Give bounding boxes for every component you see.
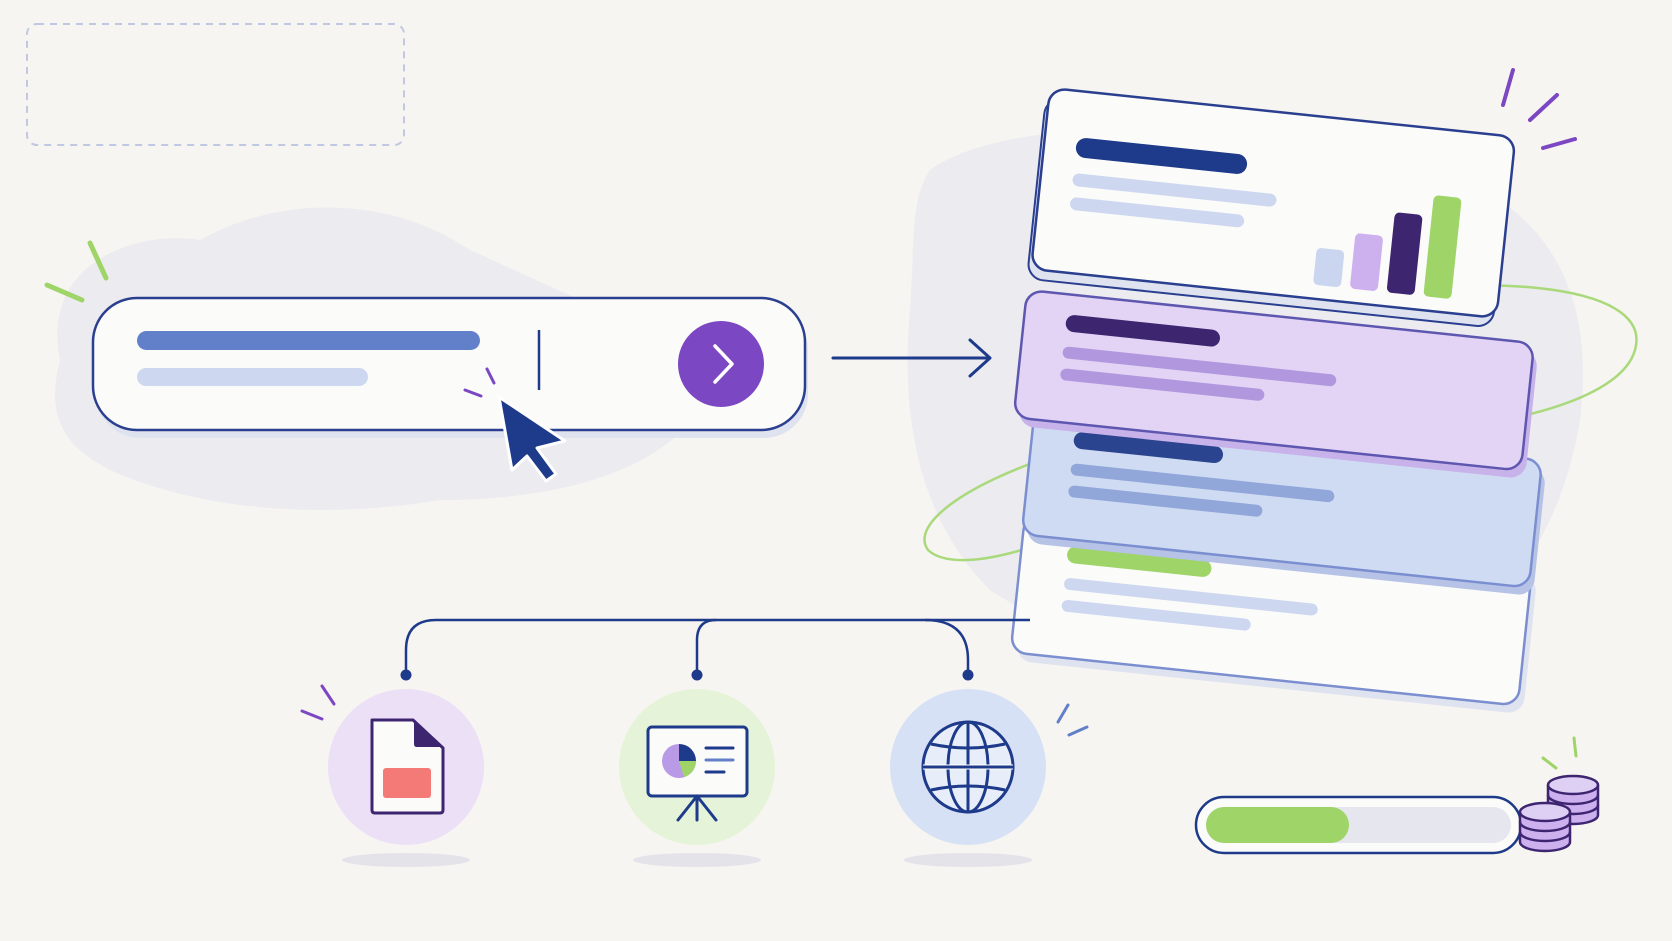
mini-bar-chart [1313,195,1462,299]
connector-node [691,669,703,681]
sparkle-purple-icon [300,684,336,721]
dashed-placeholder-box [26,23,405,146]
card-title-bar [1073,432,1224,464]
card-title-bar [1065,315,1220,347]
submit-chevron-icon [713,344,734,384]
card-text-line [1070,463,1335,503]
progress-bar [1194,795,1523,855]
connector-node [962,669,974,681]
bubble-shadow [904,853,1032,867]
card-text-line [1061,599,1251,631]
result-card-analytics[interactable] [1027,88,1516,328]
presentation-output[interactable] [619,689,775,867]
sparkle-blue-icon [1056,703,1089,737]
card-text-line [1060,368,1265,401]
coins-icon [1518,774,1600,853]
search-query-line [137,331,480,350]
bubble-shadow [633,853,761,867]
connector-node [400,669,412,681]
card-text-line [1064,578,1318,616]
search-hint-line [137,368,368,386]
card-title-bar [1067,546,1212,577]
card-text-line [1062,346,1337,387]
tree-connector [404,618,1030,673]
card-text-line [1068,485,1263,517]
search-submit-button[interactable] [678,321,764,407]
card-title-bar [1075,138,1248,174]
document-output[interactable] [328,689,484,867]
flow-arrow-icon [831,338,992,378]
mini-chart-bar [1386,212,1423,295]
document-icon [370,718,445,815]
globe-icon [921,720,1015,814]
card-text-line [1070,197,1245,228]
pointer-cursor-icon [497,395,567,483]
search-bar[interactable] [91,296,808,438]
progress-fill [1206,807,1349,843]
mini-chart-bar [1350,233,1383,291]
result-card-purple[interactable] [1013,290,1539,479]
presentation-icon [646,725,749,822]
sparkle-green-icon [1541,736,1578,770]
mini-chart-bar [1423,195,1462,299]
sparkle-green-icon [44,240,109,303]
click-sparkle-icon [463,367,496,398]
card-text-line [1072,173,1277,207]
mini-chart-bar [1313,248,1345,287]
bubble-shadow [342,853,470,867]
web-output[interactable] [890,689,1046,867]
sparkle-purple-icon [1501,68,1577,150]
